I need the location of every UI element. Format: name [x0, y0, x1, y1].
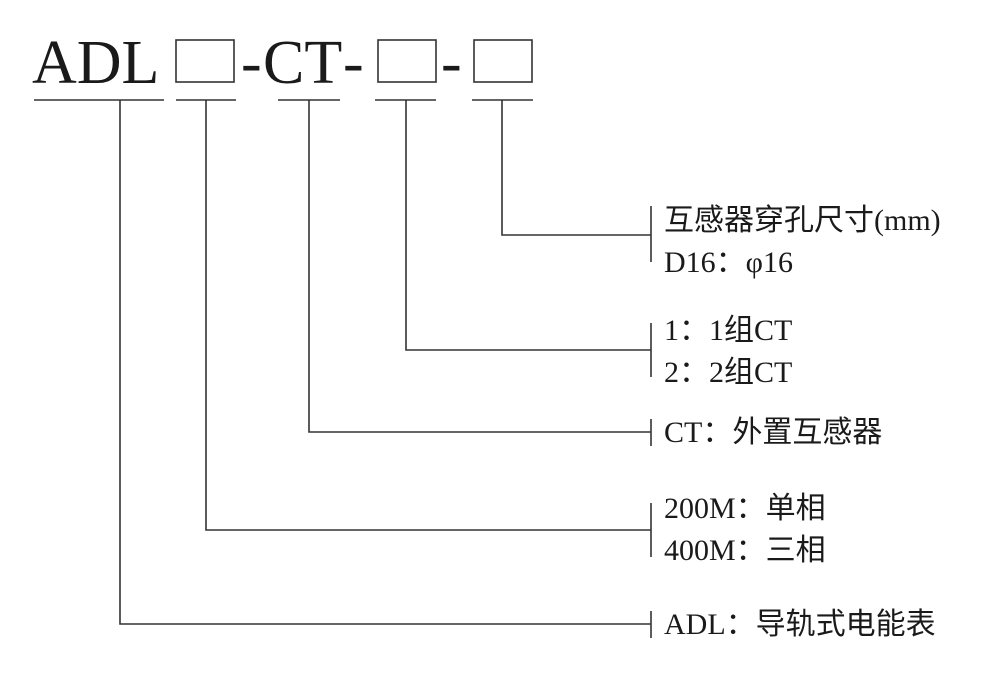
product-option: ADL：导轨式电能表 — [664, 608, 936, 641]
model-prefix: ADL — [32, 29, 159, 97]
connector-product — [119, 100, 651, 625]
model-ct: CT — [263, 29, 342, 97]
connector-phase — [205, 100, 651, 531]
hole-size-option: D16：φ16 — [664, 246, 793, 279]
placeholder-box-1 — [175, 39, 235, 83]
hole-size-title: 互感器穿孔尺寸(mm) — [664, 204, 941, 237]
connector-ct-groups — [405, 100, 651, 351]
phase-option-1: 200M：单相 — [664, 492, 826, 525]
ct-type-option: CT：外置互感器 — [664, 416, 882, 449]
placeholder-box-2 — [377, 39, 437, 83]
ct-groups-option-2: 2：2组CT — [664, 356, 792, 389]
model-dash-3: - — [441, 29, 462, 97]
model-dash-2: - — [343, 29, 364, 97]
model-dash-1: - — [241, 29, 262, 97]
phase-option-2: 400M：三相 — [664, 534, 826, 567]
connector-hole-size — [501, 100, 651, 236]
connector-ct-type — [308, 100, 651, 433]
placeholder-box-3 — [473, 39, 533, 83]
ct-groups-option-1: 1：1组CT — [664, 314, 792, 347]
